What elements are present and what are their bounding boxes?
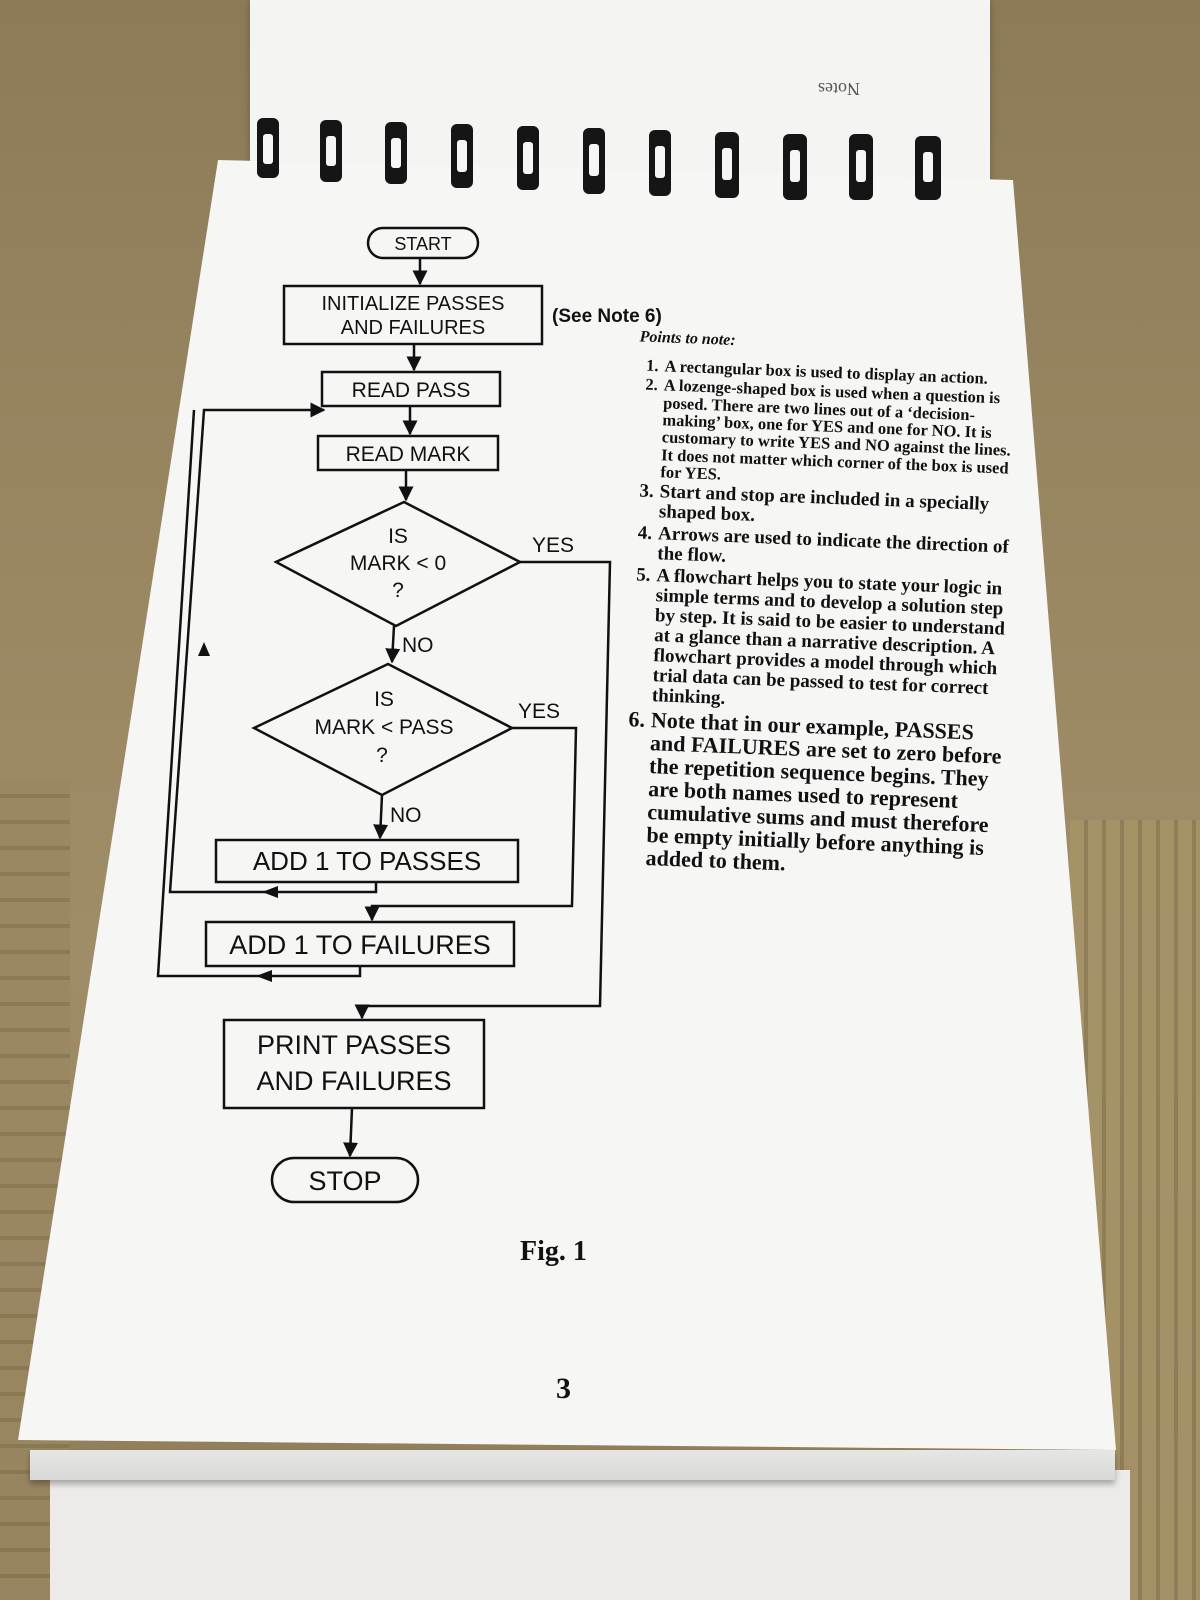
flow-print-to-stop — [343, 1107, 359, 1158]
decision2-no-label: NO — [390, 804, 422, 827]
start-label: START — [394, 234, 451, 254]
decision1-no-label: NO — [402, 634, 434, 657]
flow-passes-loop — [168, 402, 378, 894]
init-label-line1: INITIALIZE PASSES — [321, 293, 504, 315]
notes-list: 1. A rectangular box is used to display … — [609, 356, 1018, 883]
read-mark-box — [316, 434, 500, 472]
read-mark-label: READ MARK — [346, 443, 471, 466]
flow-decision1-yes — [354, 560, 612, 1020]
decision2-yes-label: YES — [518, 700, 560, 723]
flow-decision1-no — [385, 625, 401, 664]
add-failures-label: ADD 1 TO FAILURES — [229, 930, 491, 960]
print-label-line1: PRINT PASSES — [257, 1030, 451, 1060]
decision1-line1: IS — [388, 525, 408, 548]
spiral-binding — [257, 118, 941, 200]
note-item-5: 5. A flowchart helps you to state your l… — [635, 564, 1006, 709]
init-label-line2: AND FAILURES — [341, 317, 485, 339]
stop-terminal — [270, 1156, 420, 1204]
decision1-line2: MARK < 0 — [350, 552, 446, 575]
notes-column: Points to note: 1. A rectangular box is … — [609, 328, 1020, 885]
decision1-yes-label: YES — [532, 534, 574, 557]
page-number: 3 — [556, 1372, 571, 1405]
figure-caption: Fig. 1 — [520, 1236, 587, 1267]
start-terminal — [366, 226, 480, 260]
decision2-line1: IS — [374, 688, 394, 711]
page-stack-edge — [30, 1450, 1115, 1480]
add-passes-label: ADD 1 TO PASSES — [253, 846, 481, 876]
decision2-line2: MARK < PASS — [314, 716, 453, 739]
note-item-2: 2. A lozenge-shaped box is used when a q… — [645, 374, 1012, 484]
note-item-6: 6. Note that in our example, PASSES and … — [628, 705, 1002, 876]
under-page — [50, 1470, 1130, 1600]
print-box — [222, 1018, 486, 1110]
init-note-label: (See Note 6) — [552, 306, 662, 327]
decision2-line3: ? — [376, 744, 388, 767]
read-pass-label: READ PASS — [352, 379, 471, 402]
add-passes-box — [214, 838, 520, 884]
decision-mark-negative — [273, 500, 523, 628]
notebook-page — [18, 160, 1116, 1450]
decision1-line3: ? — [392, 579, 404, 602]
stop-label: STOP — [308, 1166, 381, 1196]
print-label-line2: AND FAILURES — [256, 1066, 451, 1096]
flow-decision2-no — [373, 794, 389, 840]
flow-decision2-yes — [364, 726, 578, 922]
